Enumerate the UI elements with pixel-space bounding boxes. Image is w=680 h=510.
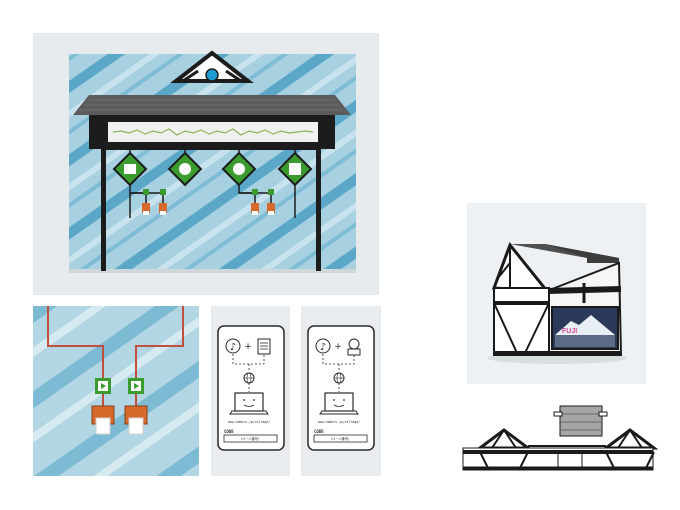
music-note-icon: ♪ bbox=[225, 338, 241, 354]
kiosk-house-render: FUJI bbox=[467, 203, 646, 384]
left-truss bbox=[475, 428, 533, 450]
toilet-roll-4 bbox=[267, 203, 275, 213]
music-note-icon: ♪ bbox=[315, 338, 331, 354]
svg-text:+: + bbox=[334, 342, 342, 352]
card-1-illustration: ♪ + www.noboru.jp/village/ CODE （ページ番号） bbox=[217, 325, 285, 451]
card-1-code-box bbox=[223, 434, 278, 443]
card-2-code-box bbox=[313, 434, 368, 443]
elevation-illustration bbox=[462, 405, 658, 471]
toilet-roll-2 bbox=[159, 203, 167, 213]
waveform-line bbox=[112, 128, 314, 136]
toilet-roll-1 bbox=[142, 203, 150, 213]
play-button-icon-right bbox=[128, 378, 144, 394]
svg-text:+: + bbox=[244, 342, 252, 352]
card-1-code-value: （ページ番号） bbox=[239, 436, 261, 441]
switch-right-1 bbox=[252, 189, 258, 195]
card-2-code-value: （ページ番号） bbox=[329, 436, 351, 441]
toilet-paper-holder-left bbox=[91, 405, 115, 435]
sign-diamond-2 bbox=[167, 149, 203, 187]
kiosk-illustration: FUJI bbox=[467, 203, 646, 384]
card-1-url: www.noboru.jp/village/ bbox=[228, 420, 270, 424]
toilet-paper-holder-right bbox=[124, 405, 148, 435]
instruction-card-1: ♪ + www.noboru.jp/village/ CODE （ページ番号） bbox=[211, 306, 290, 476]
card-1-code-label: CODE bbox=[224, 429, 234, 434]
toilet-roll-3 bbox=[251, 203, 259, 213]
svg-text:♪: ♪ bbox=[320, 342, 326, 353]
instruction-card-2: ♪ + www.noboru.jp/village/ CODE （ページ番号） bbox=[301, 306, 381, 476]
top-box bbox=[559, 405, 603, 437]
red-wire-right bbox=[135, 306, 184, 378]
right-truss bbox=[601, 428, 658, 450]
card-2-url: www.noboru.jp/village/ bbox=[318, 420, 360, 424]
left-post bbox=[101, 149, 106, 271]
gable-emblem bbox=[205, 68, 219, 82]
card-2-code-label: CODE bbox=[314, 429, 324, 434]
laptop-icon bbox=[229, 392, 269, 415]
switch-right-2 bbox=[268, 189, 274, 195]
closeup-illustration bbox=[33, 306, 199, 476]
laptop-icon bbox=[319, 392, 359, 415]
installation-render bbox=[33, 33, 379, 295]
switch-left-1 bbox=[143, 189, 149, 195]
striped-backboard bbox=[69, 54, 356, 269]
sign-diamond-4 bbox=[277, 149, 313, 187]
red-wire-left bbox=[47, 306, 104, 378]
play-button-icon-left bbox=[95, 378, 111, 394]
document-icon bbox=[257, 338, 271, 355]
right-post bbox=[316, 149, 321, 271]
installation-illustration bbox=[33, 33, 379, 295]
elevation-drawing bbox=[458, 400, 658, 480]
card-2-illustration: ♪ + www.noboru.jp/village/ CODE （ページ番号） bbox=[307, 325, 375, 451]
kiosk-screen-text: FUJI bbox=[562, 328, 577, 335]
switch-closeup bbox=[33, 306, 199, 476]
switch-left-2 bbox=[160, 189, 166, 195]
svg-text:♪: ♪ bbox=[230, 342, 236, 353]
